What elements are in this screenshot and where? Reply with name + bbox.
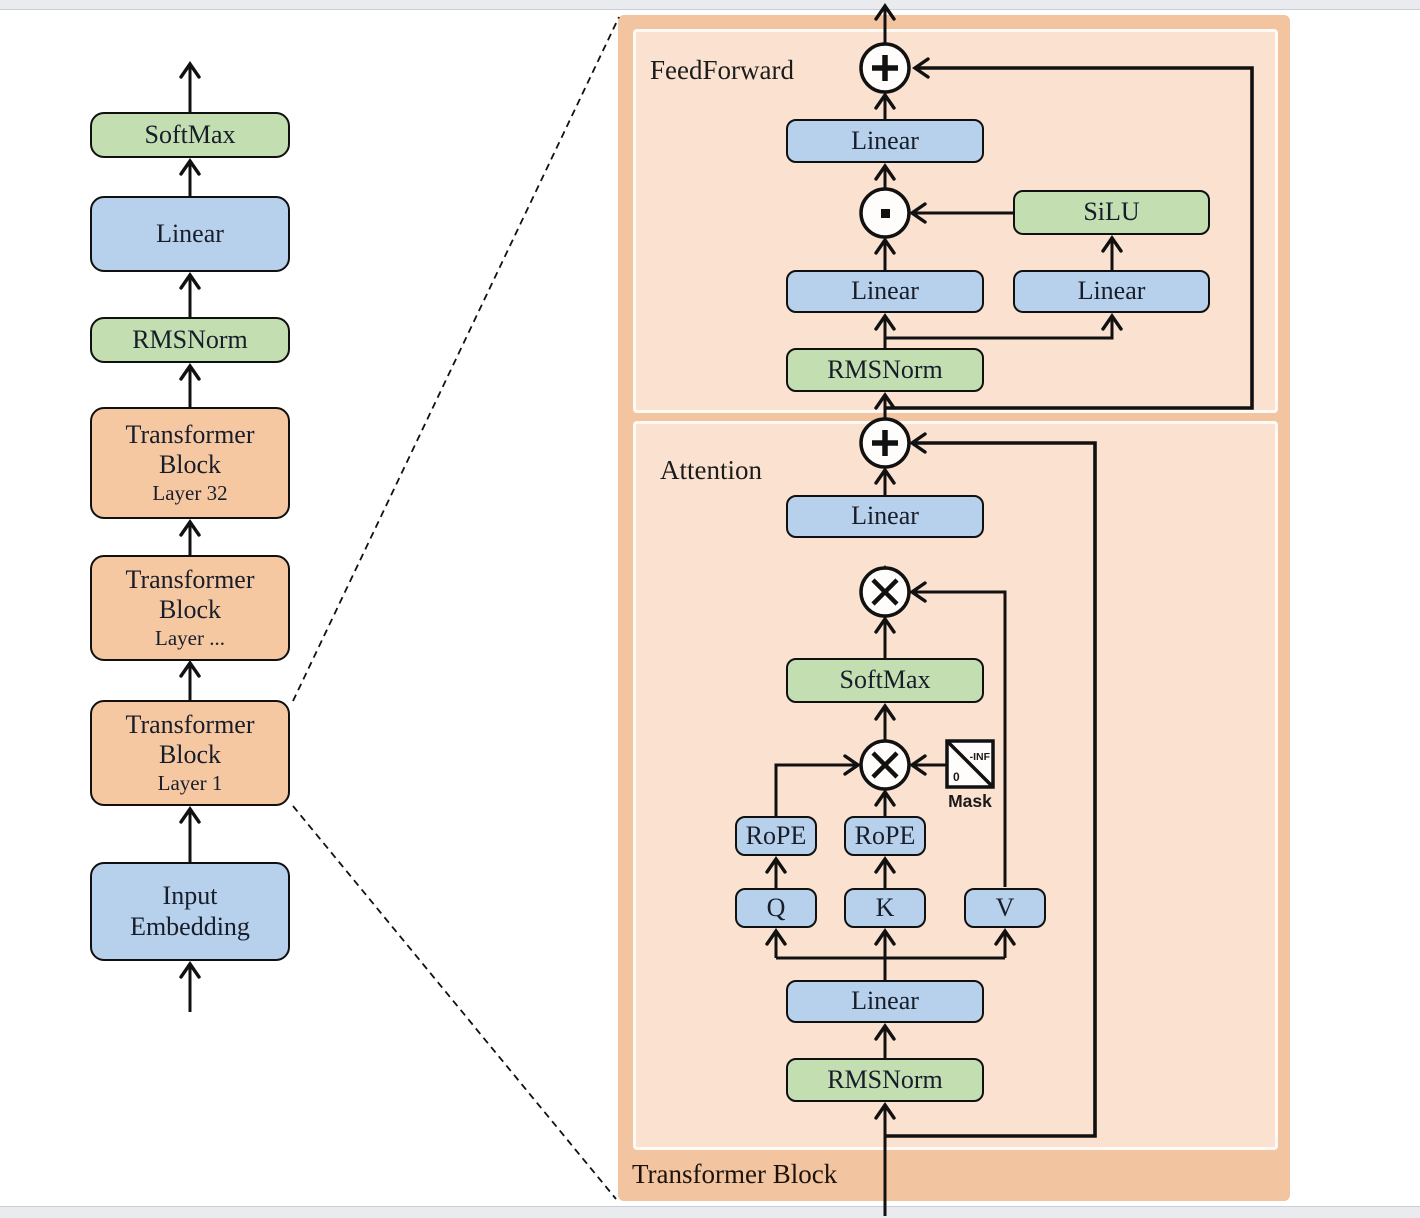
ff-linear-right-block: Linear: [1013, 270, 1210, 313]
feedforward-label: FeedForward: [650, 55, 794, 85]
ff-residual-wire: [885, 57, 1254, 410]
top-edge-strip: [0, 0, 1420, 10]
ff-rmsnorm-block: RMSNorm: [786, 348, 984, 392]
bottom-edge-strip: [0, 1206, 1420, 1218]
output-rmsnorm-block: RMSNorm: [90, 317, 290, 363]
q-block: Q: [735, 888, 817, 928]
mask-zero-label: 0: [953, 770, 960, 784]
ff-linear-out-block: Linear: [786, 119, 984, 163]
attn-linear-out-block: Linear: [786, 495, 984, 538]
output-softmax-block: SoftMax: [90, 112, 290, 158]
attn-linear-in-block: Linear: [786, 980, 984, 1023]
mask-neg-inf-label: -INF: [970, 751, 991, 763]
rope-q-block: RoPE: [735, 816, 817, 856]
add-icon: [859, 42, 911, 94]
k-block: K: [844, 888, 926, 928]
mask-label: Mask: [948, 791, 992, 811]
zoom-connector-bottom: [292, 805, 617, 1200]
v-block: V: [964, 888, 1046, 928]
elementwise-multiply-icon: [859, 187, 911, 239]
attention-label: Attention: [660, 455, 762, 485]
transformer-block-layer-32: Transformer Block Layer 32: [90, 407, 290, 519]
attn-rmsnorm-block: RMSNorm: [786, 1058, 984, 1102]
zoom-connector-top: [292, 16, 620, 702]
transformer-block-label: Transformer Block: [632, 1159, 838, 1189]
matmul-icon: [859, 566, 911, 618]
attention-residual-wire: [885, 432, 1097, 1138]
add-icon: [859, 417, 911, 469]
ff-silu-block: SiLU: [1013, 190, 1210, 235]
transformer-block-layer-1: Transformer Block Layer 1: [90, 700, 290, 806]
input-embedding-block: Input Embedding: [90, 862, 290, 961]
attn-softmax-block: SoftMax: [786, 658, 984, 703]
output-linear-block: Linear: [90, 196, 290, 272]
transformer-block-layer-mid: Transformer Block Layer ...: [90, 555, 290, 661]
ff-linear-left-block: Linear: [786, 270, 984, 313]
matmul-icon: [859, 739, 911, 791]
causal-mask-icon: -INF 0 Mask: [945, 739, 995, 811]
rope-k-block: RoPE: [844, 816, 926, 856]
